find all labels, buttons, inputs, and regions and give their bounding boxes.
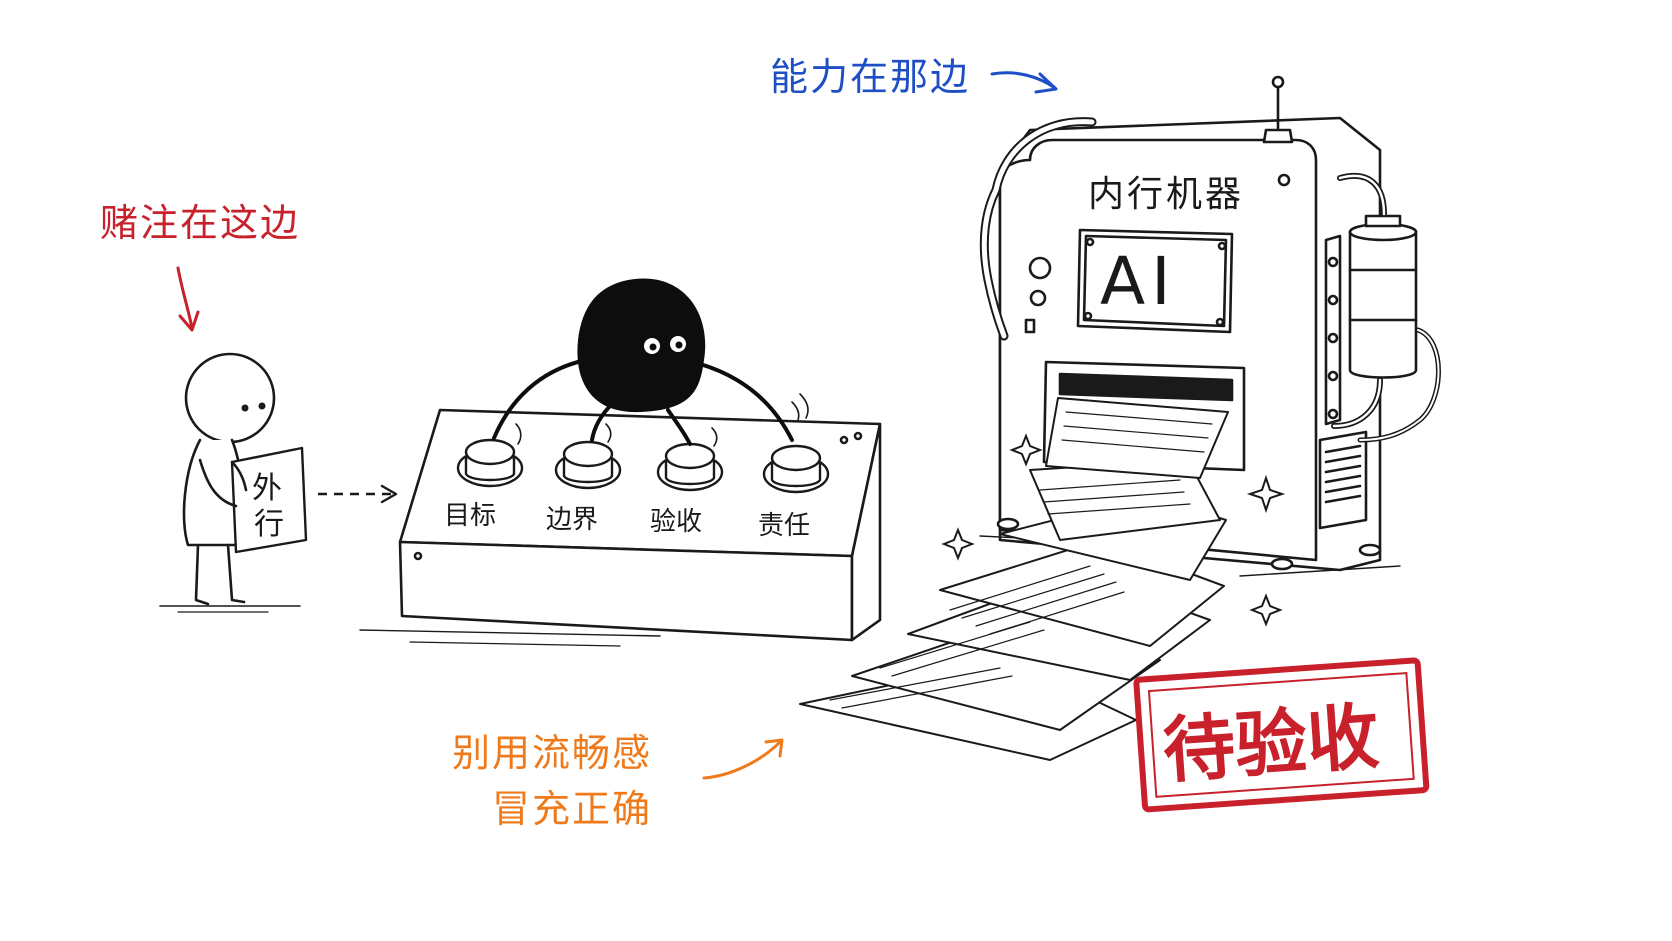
outsider-sign: 外 行: [230, 446, 308, 554]
outsider-person: 外 行: [159, 352, 308, 613]
knob-row: 目标 边界 验收 责任: [444, 393, 830, 541]
sign-text-line2: 行: [254, 507, 284, 542]
paper-stack: [799, 397, 1229, 761]
knob-label-acceptance: 验收: [650, 507, 702, 537]
fluency-arrow-icon: [702, 740, 782, 780]
sparkle-icons: [941, 433, 1286, 627]
pending-acceptance-stamp: 待验收: [1133, 657, 1430, 813]
knob-target[interactable]: [456, 438, 524, 488]
knob-acceptance[interactable]: [656, 442, 724, 492]
knob-boundary[interactable]: [554, 440, 622, 490]
knob-label-boundary: 边界: [546, 505, 598, 535]
stamp-text: 待验收: [1160, 694, 1381, 793]
knob-label-target: 目标: [444, 501, 496, 531]
bet-arrow-icon: [176, 266, 194, 330]
knob-label-responsibility: 责任: [758, 511, 810, 541]
machine-screen-label: AI: [1100, 243, 1177, 320]
fluency-annotation-line1: 别用流畅感: [452, 731, 652, 775]
capability-annotation: 能力在那边: [770, 55, 1058, 99]
blob-operator: [492, 278, 794, 446]
machine-dial-icon: [1028, 256, 1052, 280]
sign-text-line1: 外: [252, 471, 282, 506]
fluency-annotation-line2: 冒充正确: [492, 787, 652, 831]
control-box: [359, 408, 882, 647]
fluency-annotation: 别用流畅感 冒充正确: [452, 731, 784, 831]
person-head: [184, 352, 276, 444]
knob-responsibility[interactable]: [762, 444, 830, 494]
capability-annotation-text: 能力在那边: [770, 55, 970, 99]
bet-annotation: 赌注在这边: [100, 201, 300, 332]
bet-annotation-text: 赌注在这边: [100, 201, 300, 245]
machine-title: 内行机器: [1088, 174, 1244, 215]
dashed-arrow-icon: [318, 484, 398, 504]
